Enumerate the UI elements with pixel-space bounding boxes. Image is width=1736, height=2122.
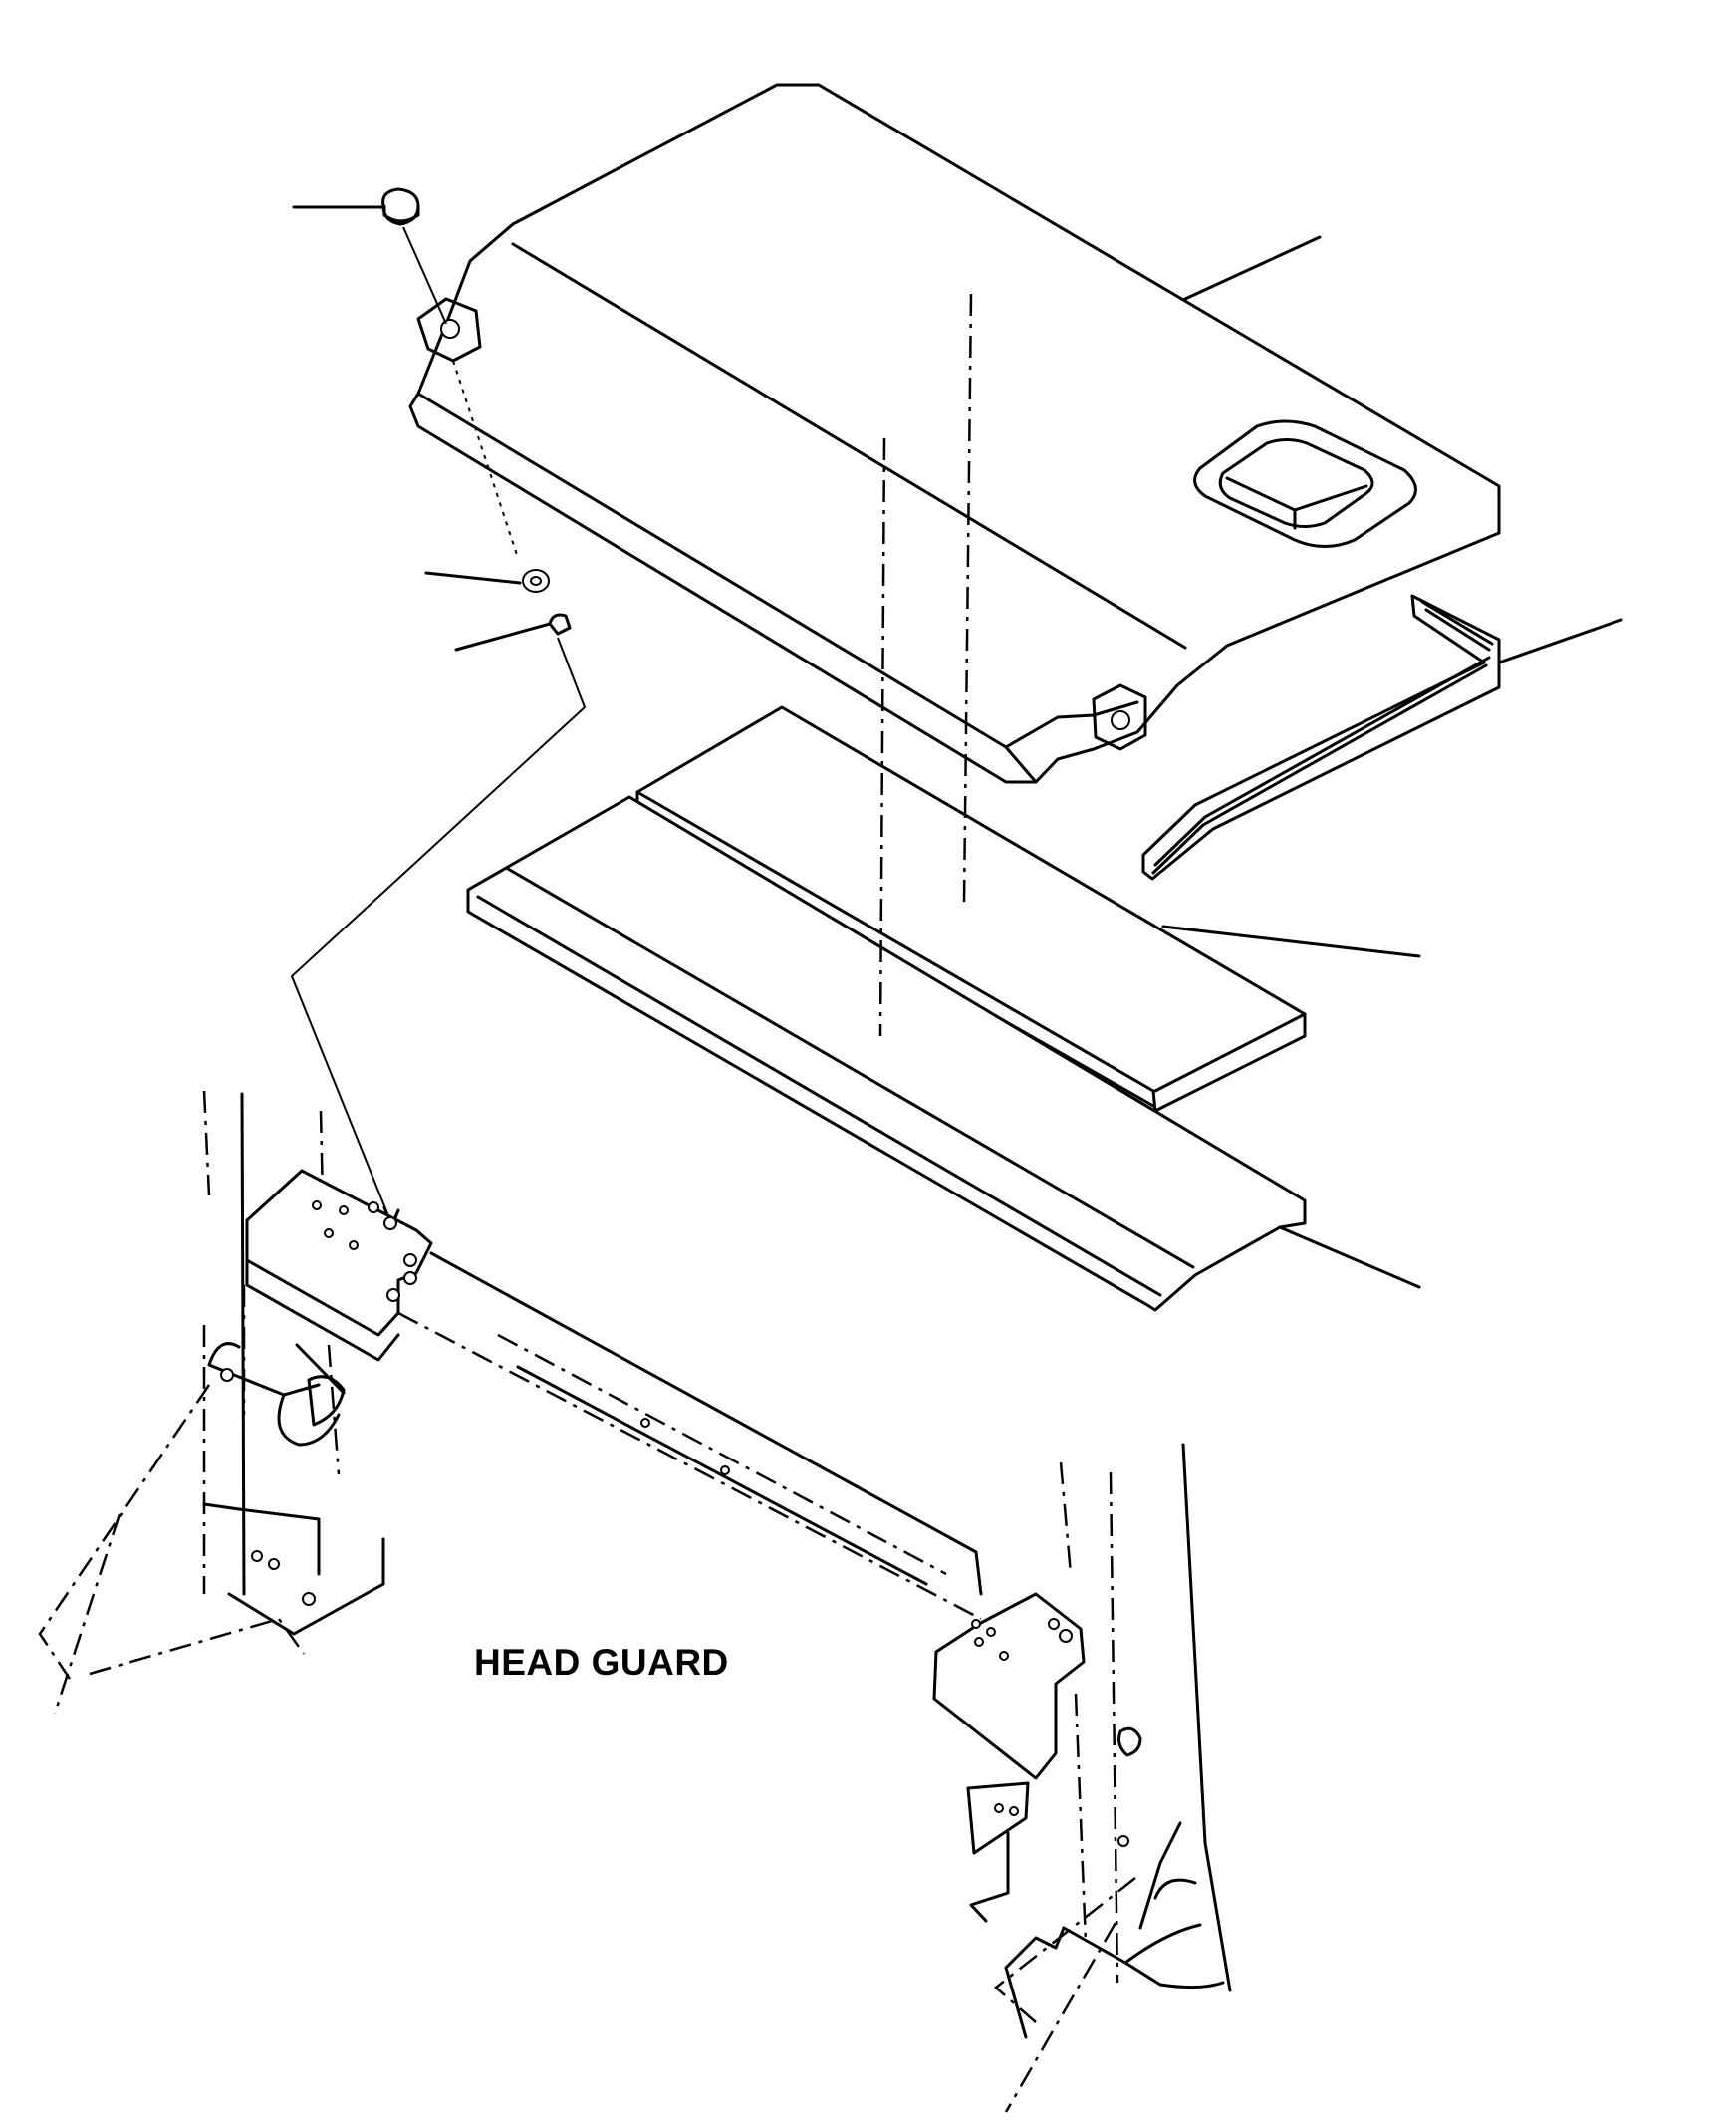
lower-pad — [466, 795, 1421, 1312]
roof-dome — [1193, 419, 1417, 548]
left-plate-holes — [312, 1200, 417, 1302]
bolt-assembly — [290, 187, 587, 1229]
right-plate-holes — [971, 1618, 1073, 1661]
head-guard-frame — [38, 1090, 1232, 2113]
roof-cover — [408, 83, 1501, 784]
diagram-caption: HEAD GUARD — [474, 1642, 729, 1683]
seal-strip — [1141, 594, 1623, 881]
